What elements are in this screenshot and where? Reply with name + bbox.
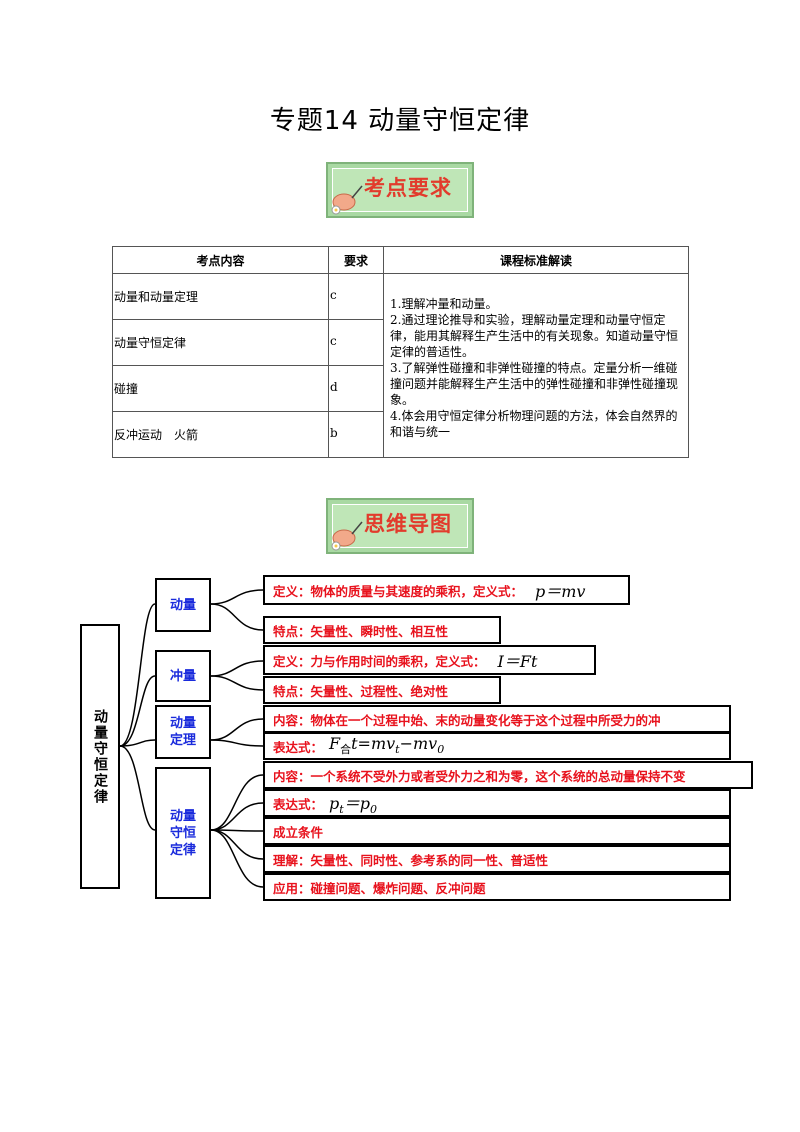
leaf-conservation-application: 应用：碰撞问题、爆炸问题、反冲问题 xyxy=(263,873,731,901)
leaf-text: 特点：矢量性、过程性、绝对性 xyxy=(273,683,449,699)
formula: F合t=mvt−mv0 xyxy=(329,734,444,757)
formula-part: t xyxy=(395,743,400,757)
interpretation-item: 2.通过理论推导和实验，理解动量定理和动量守恒定律，能用其解释生产生活中的有关现… xyxy=(390,312,679,359)
table-row: 碰撞 d xyxy=(112,365,689,412)
leaf-text: 表达式： xyxy=(273,739,324,755)
interpretation-item: 3.了解弹性碰撞和非弹性碰撞的特点。定量分析一维碰撞问题并能解释生产生活中的弹性… xyxy=(390,360,679,407)
page-title: 专题14 动量守恒定律 xyxy=(269,106,531,136)
node-label: 动量 定理 xyxy=(169,716,196,748)
leaf-text: 应用：碰撞问题、爆炸问题、反冲问题 xyxy=(273,880,486,896)
leaf-theorem-expression: 表达式： F合t=mvt−mv0 xyxy=(263,732,731,760)
requirement-cell: c xyxy=(328,273,384,320)
leaf-text: 内容：一个系统不受外力或者受外力之和为零，这个系统的总动量保持不变 xyxy=(273,768,686,784)
leaf-text: 成立条件 xyxy=(273,824,324,840)
node-label: 动量 xyxy=(169,597,196,613)
formula-part: F xyxy=(329,734,341,754)
requirement-cell: b xyxy=(328,411,384,458)
section-banner-requirements: 考点要求 xyxy=(326,162,474,218)
node-theorem: 动量 定理 xyxy=(155,705,211,759)
node-label: 动量 守恒 定律 xyxy=(169,808,196,858)
formula-part: t=mv xyxy=(351,734,396,754)
leaf-text: 内容：物体在一个过程中始、末的动量变化等于这个过程中所受力的冲 xyxy=(273,712,661,728)
banner-label: 思维导图 xyxy=(364,512,452,536)
node-label: 冲量 xyxy=(169,668,196,684)
formula-part: 合 xyxy=(340,743,352,757)
table-row: 动量和动量定理 c 1.理解冲量和动量。 2.通过理论推导和实验，理解动量定理和… xyxy=(112,273,689,458)
leaf-text: 表达式： xyxy=(273,796,324,812)
section-banner-mindmap: 思维导图 xyxy=(326,498,474,554)
leaf-theorem-content: 内容：物体在一个过程中始、末的动量变化等于这个过程中所受力的冲 xyxy=(263,705,731,733)
leaf-text: 理解：矢量性、同时性、参考系的同一性、普适性 xyxy=(273,852,549,868)
formula-part: t xyxy=(339,803,344,817)
mindmap-root: 动量守恒定律 xyxy=(80,624,120,889)
table-row: 动量守恒定律 c xyxy=(112,319,689,366)
node-momentum: 动量 xyxy=(155,578,211,632)
formula: pt＝p0 xyxy=(329,791,377,817)
leaf-text: 定义：力与作用时间的乘积，定义式： xyxy=(273,653,486,669)
requirement-cell: c xyxy=(328,319,384,366)
formula-part: 0 xyxy=(437,743,445,757)
leaf-momentum-features: 特点：矢量性、瞬时性、相互性 xyxy=(263,616,501,644)
hand-pointer-icon xyxy=(331,521,363,551)
leaf-text: 特点：矢量性、瞬时性、相互性 xyxy=(273,623,449,639)
requirements-table: 考点内容 要求 课程标准解读 动量和动量定理 c 1.理解冲量和动量。 2.通过… xyxy=(112,246,689,458)
interpretation-cell: 1.理解冲量和动量。 2.通过理论推导和实验，理解动量定理和动量守恒定律，能用其… xyxy=(383,273,689,458)
formula-part: p xyxy=(329,793,340,813)
leaf-conservation-understanding: 理解：矢量性、同时性、参考系的同一性、普适性 xyxy=(263,845,731,873)
formula: I＝Ft xyxy=(497,652,538,671)
topic-cell: 动量和动量定理 xyxy=(112,273,329,320)
formula: p＝mv xyxy=(535,582,586,601)
leaf-conservation-condition: 成立条件 xyxy=(263,817,731,845)
node-impulse: 冲量 xyxy=(155,650,211,702)
formula-part: 0 xyxy=(369,803,377,817)
formula-part: −mv xyxy=(399,734,438,754)
leaf-momentum-definition: 定义：物体的质量与其速度的乘积，定义式： p＝mv xyxy=(263,575,630,605)
interpretation-item: 4.体会用守恒定律分析物理问题的方法，体会自然界的和谐与统一 xyxy=(390,408,678,439)
banner-label: 考点要求 xyxy=(364,176,452,200)
topic-cell: 反冲运动 火箭 xyxy=(112,411,329,458)
leaf-impulse-definition: 定义：力与作用时间的乘积，定义式： I＝Ft xyxy=(263,645,596,675)
leaf-impulse-features: 特点：矢量性、过程性、绝对性 xyxy=(263,676,501,704)
formula-part: ＝p xyxy=(343,793,370,813)
table-row: 反冲运动 火箭 b xyxy=(112,411,689,458)
node-conservation: 动量 守恒 定律 xyxy=(155,767,211,899)
table-header: 考点内容 xyxy=(112,246,329,274)
leaf-text: 定义：物体的质量与其速度的乘积，定义式： xyxy=(273,583,524,599)
hand-pointer-icon xyxy=(331,185,363,215)
leaf-conservation-content: 内容：一个系统不受外力或者受外力之和为零，这个系统的总动量保持不变 xyxy=(263,761,753,789)
root-label: 动量守恒定律 xyxy=(92,708,108,805)
interpretation-item: 1.理解冲量和动量。 xyxy=(390,296,498,311)
table-header: 课程标准解读 xyxy=(383,246,689,274)
leaf-conservation-expression: 表达式： pt＝p0 xyxy=(263,789,731,817)
